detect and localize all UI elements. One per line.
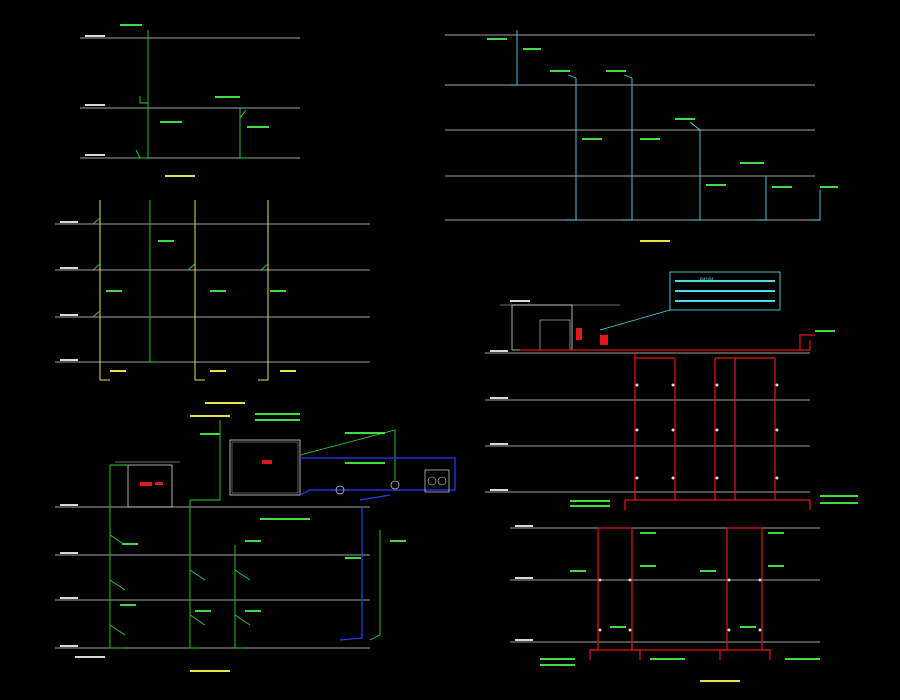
fire-connector xyxy=(799,334,815,350)
supply-branch xyxy=(109,624,126,636)
drain-pipe xyxy=(756,176,767,221)
fire-bottom-main xyxy=(625,499,811,510)
riser-diagram-top-left xyxy=(80,24,300,177)
drain-branch xyxy=(623,74,633,79)
legend-callout-box: Ø4*Ø4 xyxy=(599,271,781,331)
drain-branch xyxy=(92,217,101,225)
pipe-labels xyxy=(85,24,269,177)
drain-pipe xyxy=(810,190,821,221)
supply-branch xyxy=(189,569,206,581)
drain-pipe xyxy=(149,200,160,363)
fire-supply-diagram-right: Ø4*Ø4 xyxy=(485,271,858,510)
pump-room xyxy=(229,439,301,496)
pipe-labels xyxy=(60,413,406,672)
drain-branch xyxy=(135,149,141,159)
drain-branch xyxy=(139,96,148,104)
supply-branch xyxy=(234,614,251,626)
drain-branch xyxy=(187,263,196,271)
drain-pipe xyxy=(135,30,149,159)
drain-pipe xyxy=(690,130,701,221)
fire-riser xyxy=(598,527,641,660)
roof-water-tank xyxy=(115,461,180,508)
pump-riser xyxy=(339,508,363,641)
drain-pipe xyxy=(566,78,577,221)
supply-branch xyxy=(189,614,206,626)
drain-branch xyxy=(260,263,269,271)
water-supply-diagram-bottom-left xyxy=(55,413,456,672)
supply-pipe xyxy=(189,500,200,649)
pipe-labels xyxy=(490,300,858,507)
legend-line-1: Ø4*Ø4 xyxy=(700,276,714,283)
pump-units xyxy=(335,469,450,495)
fire-supply-diagram-bottom-right xyxy=(510,525,820,682)
drain-branch xyxy=(92,263,101,271)
pump-loop-pipe xyxy=(299,457,456,496)
drain-pipe xyxy=(622,78,633,221)
supply-pipe xyxy=(299,429,396,480)
riser-diagram-top-right xyxy=(445,30,838,242)
pipe-labels xyxy=(487,38,838,242)
drain-pipe xyxy=(99,200,110,381)
fire-main xyxy=(520,340,811,351)
drain-pipe xyxy=(239,108,248,159)
supply-branch xyxy=(234,569,251,581)
drain-branch xyxy=(239,109,247,119)
fire-riser xyxy=(727,527,771,660)
valve-markers xyxy=(635,383,779,480)
pipe-labels xyxy=(60,221,296,404)
supply-pipe xyxy=(234,545,245,649)
fire-riser xyxy=(719,528,728,660)
pump-connector xyxy=(359,494,391,501)
drain-branch xyxy=(92,310,101,318)
valve-markers xyxy=(598,578,762,632)
fire-riser xyxy=(589,528,599,660)
roof-structure xyxy=(500,304,620,351)
drain-pipe xyxy=(510,30,518,86)
drain-branch xyxy=(689,121,701,131)
supply-pipe xyxy=(369,530,381,641)
supply-pipe xyxy=(190,420,221,501)
drain-branch xyxy=(567,74,577,79)
supply-pipe xyxy=(109,465,125,649)
pipe-labels xyxy=(515,525,820,682)
drain-pipe xyxy=(194,200,205,381)
supply-branch xyxy=(109,579,126,591)
drain-pipe xyxy=(258,200,269,381)
riser-diagram-middle-left xyxy=(55,200,370,404)
